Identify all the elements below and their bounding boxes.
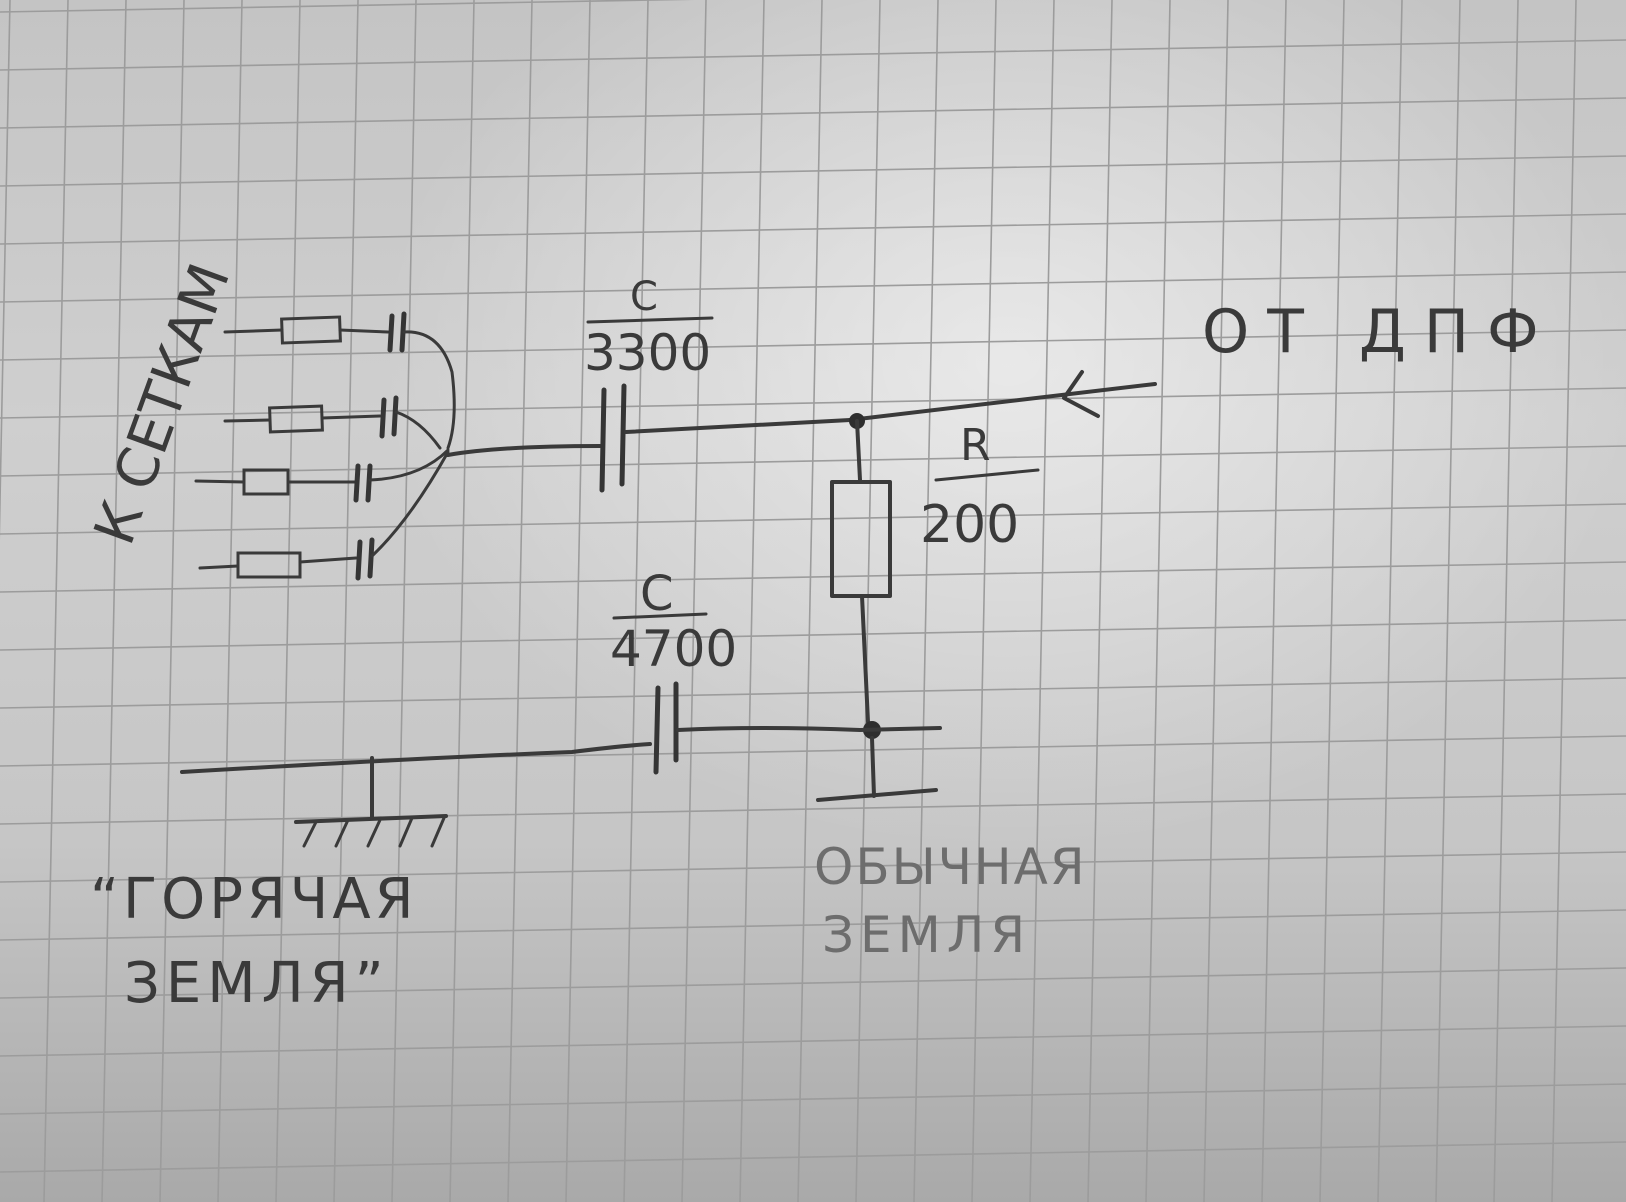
grid-line-vertical — [449, 0, 475, 1202]
grid-line-vertical — [1145, 0, 1171, 1202]
c1-label-bar — [586, 316, 714, 324]
label-from-bpf: ОТ ДПФ — [1202, 297, 1557, 367]
grid-line-vertical — [913, 0, 939, 1202]
grid-line-horizontal — [0, 97, 1626, 129]
label-hot-ground-line2: ЗЕМЛЯ” — [124, 951, 390, 1016]
grid-line-horizontal — [0, 851, 1626, 883]
resistor-r-200 — [830, 419, 892, 724]
grid-line-vertical — [507, 0, 533, 1202]
grid-line-horizontal — [0, 0, 694, 13]
grid-line-vertical — [1261, 0, 1287, 1202]
grid-line-horizontal — [0, 39, 1626, 71]
grid-line-vertical — [971, 0, 997, 1202]
chain-resistor-1 — [280, 315, 342, 345]
grid-line-vertical — [1377, 0, 1403, 1202]
chain-resistor-3 — [242, 468, 290, 496]
grid-line-vertical — [1493, 0, 1519, 1202]
grid-chain-3 — [194, 448, 450, 503]
grid-line-vertical — [159, 0, 185, 1202]
r-label-bar — [934, 468, 1040, 482]
chain-resistor-2 — [268, 404, 324, 434]
grid-line-vertical — [1435, 0, 1461, 1202]
label-normal-ground-line2: ЗЕМЛЯ — [822, 906, 1031, 964]
c2-label-bar — [612, 612, 708, 620]
grid-line-vertical — [333, 0, 359, 1202]
label-c2-name: C — [640, 566, 674, 622]
grid-line-vertical — [1551, 0, 1577, 1202]
grid-line-vertical — [43, 0, 69, 1202]
grid-line-vertical — [623, 0, 649, 1202]
grid-chain-2 — [223, 395, 442, 450]
label-c2-value: 4700 — [610, 620, 737, 678]
grid-line-horizontal — [0, 909, 1626, 941]
label-r-value: 200 — [920, 495, 1019, 555]
chain-resistor-4 — [236, 551, 302, 579]
grid-line-vertical — [217, 0, 243, 1202]
grid-line-vertical — [275, 0, 301, 1202]
label-c1-value: 3300 — [584, 324, 711, 382]
grid-line-horizontal — [0, 213, 1626, 245]
grid-line-horizontal — [0, 1083, 1626, 1115]
capacitor-c-3300 — [446, 383, 852, 493]
grid-line-horizontal — [0, 793, 1626, 825]
normal-ground-symbol — [816, 736, 938, 802]
grid-line-horizontal — [0, 677, 1626, 709]
grid-chain-1 — [223, 311, 456, 450]
grid-line-vertical — [1319, 0, 1345, 1202]
grid-input-chains — [194, 311, 456, 581]
grid-line-horizontal — [0, 155, 1626, 187]
grid-line-horizontal — [0, 561, 1626, 593]
grid-line-vertical — [1029, 0, 1055, 1202]
grid-line-horizontal — [0, 967, 1626, 999]
grid-line-horizontal — [0, 1025, 1626, 1057]
hot-ground-symbol — [294, 756, 448, 848]
label-c1-name: C — [630, 274, 658, 320]
grid-line-horizontal — [0, 329, 1626, 361]
grid-line-horizontal — [0, 619, 1626, 651]
grid-line-vertical — [101, 0, 127, 1202]
input-arrow-icon — [1062, 370, 1100, 418]
grid-line-vertical — [681, 0, 707, 1202]
input-line-from-bpf — [848, 370, 1157, 422]
grid-line-vertical — [797, 0, 823, 1202]
grid-line-vertical — [1087, 0, 1113, 1202]
grid-line-vertical — [391, 0, 417, 1202]
label-normal-ground-line1: ОБЫЧНАЯ — [814, 838, 1087, 896]
grid-line-horizontal — [0, 503, 1626, 535]
capacitor-c-4700 — [180, 681, 942, 775]
label-r-name: R — [960, 420, 991, 471]
label-hot-ground-line1: “ГОРЯЧАЯ — [90, 867, 418, 932]
grid-line-horizontal — [0, 1141, 1626, 1173]
grid-chain-4 — [198, 450, 450, 581]
grid-line-horizontal — [0, 271, 1626, 303]
grid-line-vertical — [1203, 0, 1229, 1202]
grid-line-horizontal — [0, 735, 1626, 767]
grid-line-vertical — [565, 0, 591, 1202]
grid-line-vertical — [739, 0, 765, 1202]
grid-line-vertical — [0, 0, 11, 541]
grid-line-vertical — [855, 0, 881, 1202]
